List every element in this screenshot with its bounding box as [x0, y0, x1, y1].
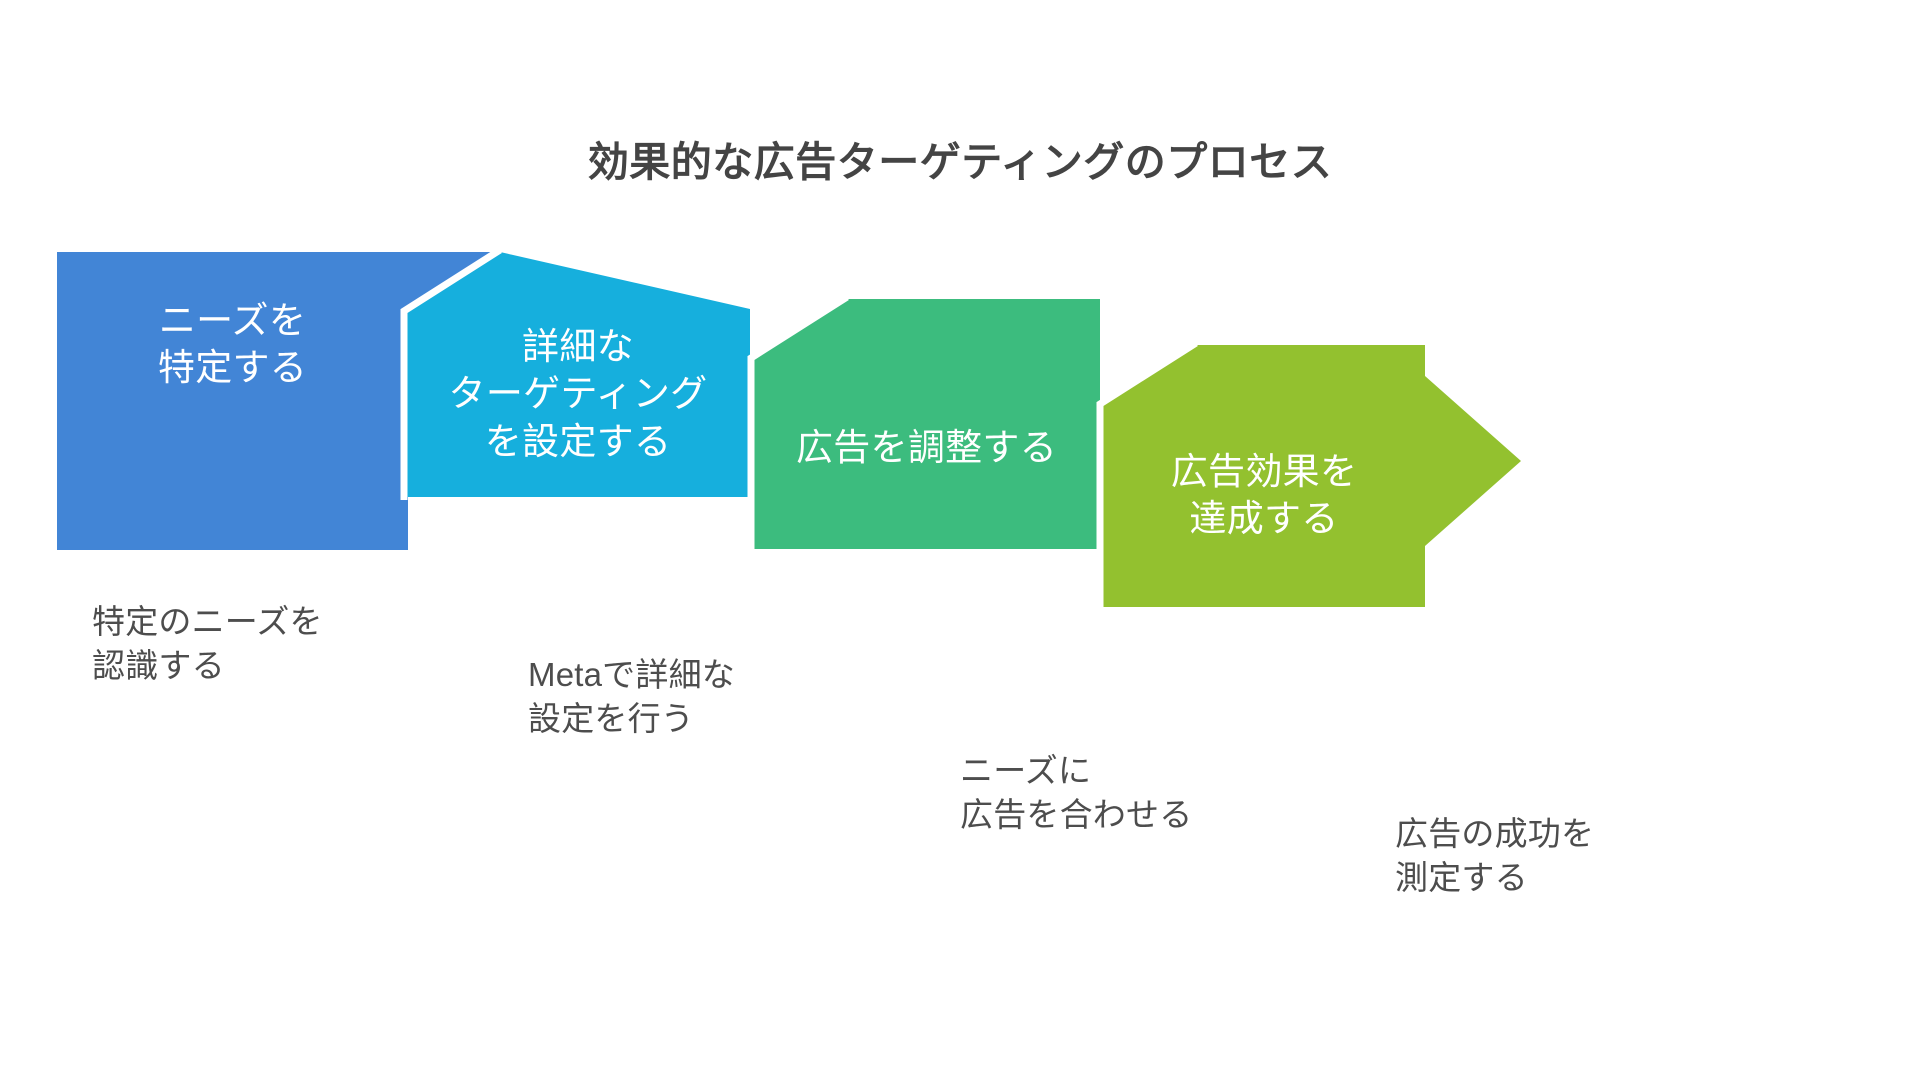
process-step-2-shape[interactable]: [406, 252, 750, 497]
process-step-1-caption: 特定のニーズを 認識する: [92, 603, 323, 684]
process-step-3-body: [753, 357, 1100, 549]
step-2-notch-edge: [400, 247, 502, 500]
process-step-2-caption: Metaで詳細な 設定を行う: [528, 656, 735, 737]
page-title: 効果的な広告ターゲティングのプロセス: [587, 139, 1333, 185]
process-step-1-label: ニーズを 特定する: [157, 300, 308, 389]
step-3-notch-edge: [747, 294, 849, 552]
process-step-4-label: 広告効果を 達成する: [1170, 451, 1358, 540]
process-step-3-label: 広告を調整する: [795, 427, 1058, 468]
process-step-3-top-tab: [753, 299, 1100, 355]
process-step-1-shape[interactable]: [57, 252, 500, 550]
process-step-3-caption: ニーズに 広告を合わせる: [960, 752, 1193, 833]
step-4-notch-edge: [1096, 340, 1198, 610]
process-step-4-caption: 広告の成功を 測定する: [1395, 815, 1595, 896]
process-step-2-label: 詳細な ターゲティング を設定する: [448, 326, 708, 462]
process-step-4-shape[interactable]: [1103, 345, 1521, 607]
